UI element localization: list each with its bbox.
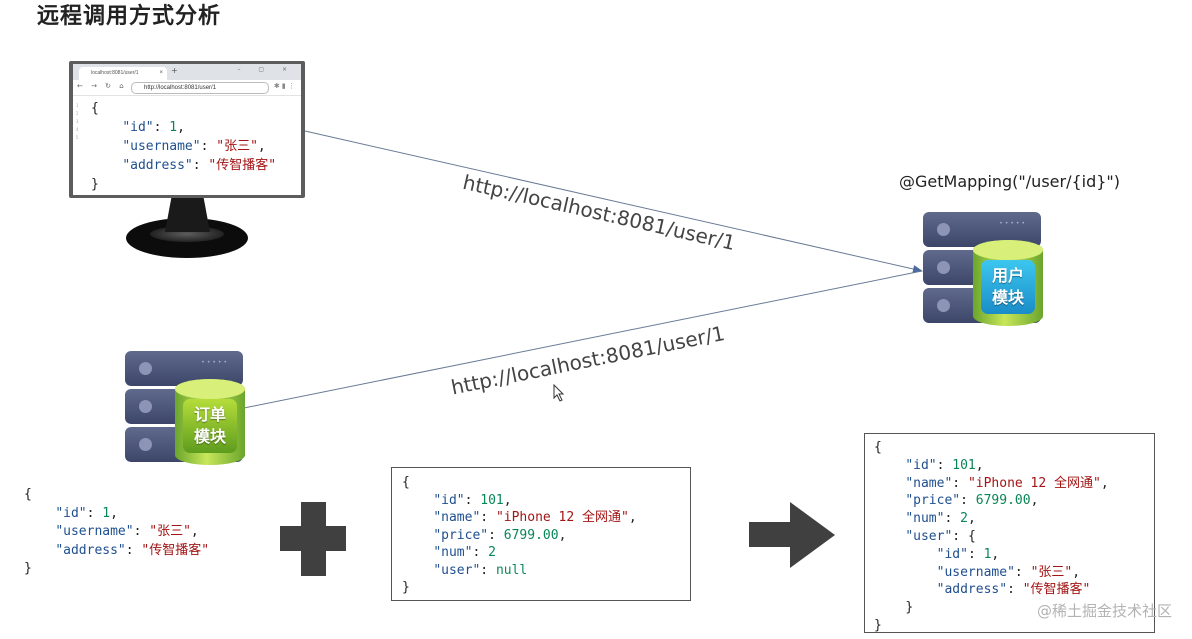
- order-to-user-line: [243, 270, 923, 409]
- order-json-box: { "id": 101, "name": "iPhone 12 全网通", "p…: [391, 467, 691, 601]
- browser-navbar: ← → ↻ ⌂ http://localhost:8081/user/1 ✱ ▮…: [73, 80, 301, 96]
- watermark: @稀土掘金技术社区: [1036, 602, 1172, 620]
- window-controls[interactable]: – ▢ ×: [237, 66, 295, 73]
- arrow-right-icon: [749, 522, 793, 547]
- extension-icons[interactable]: ✱ ▮ ⋮: [273, 82, 295, 90]
- browser-window: localhost:8081/user/1 × + – ▢ × ← → ↻ ⌂ …: [73, 64, 301, 195]
- browser-json: { "id": 1, "username": "张三", "address": …: [91, 101, 277, 192]
- database-icon: 用户 模块: [973, 240, 1043, 326]
- browser-tab-title: localhost:8081/user/1: [91, 70, 139, 76]
- mouse-cursor-icon: [553, 384, 565, 402]
- browser-to-user-line: [304, 130, 923, 273]
- url-bar[interactable]: http://localhost:8081/user/1: [131, 82, 269, 94]
- browser-tabbar: localhost:8081/user/1 × + – ▢ ×: [73, 64, 301, 80]
- order-module-label: 订单 模块: [183, 399, 237, 453]
- result-json-box: { "id": 101, "name": "iPhone 12 全网通", "p…: [864, 433, 1155, 633]
- new-tab-icon[interactable]: +: [171, 66, 178, 75]
- mapping-annotation: @GetMapping("/user/{id}"): [899, 172, 1121, 191]
- line-numbers: 1 2 3 4 5: [76, 103, 79, 140]
- url-bar-text: http://localhost:8081/user/1: [144, 85, 217, 91]
- user-module-label: 用户 模块: [981, 260, 1035, 314]
- plus-icon-bar: [280, 526, 346, 551]
- slide-title: 远程调用方式分析: [37, 4, 222, 29]
- order-json: { "id": 101, "name": "iPhone 12 全网通", "p…: [402, 475, 637, 595]
- monitor-stand-neck: [165, 198, 210, 232]
- browser-tab[interactable]: localhost:8081/user/1 ×: [79, 67, 167, 80]
- result-json: { "id": 101, "name": "iPhone 12 全网通", "p…: [874, 440, 1109, 633]
- arrow-right-icon-head: [790, 502, 835, 568]
- monitor-icon: localhost:8081/user/1 × + – ▢ × ← → ↻ ⌂ …: [69, 61, 305, 198]
- nav-buttons[interactable]: ← → ↻ ⌂: [77, 82, 127, 90]
- close-icon[interactable]: ×: [159, 70, 163, 76]
- user-json-block: { "id": 1, "username": "张三", "address": …: [24, 487, 210, 576]
- database-icon: 订单 模块: [175, 379, 245, 465]
